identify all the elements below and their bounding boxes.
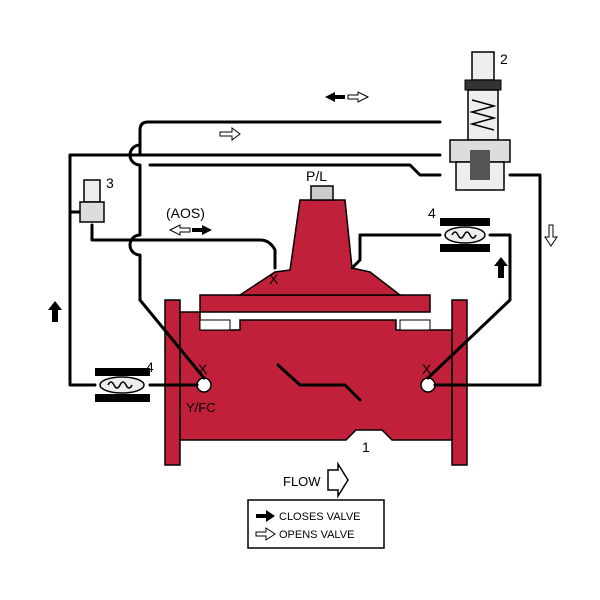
inlet-port (196, 377, 212, 393)
main-valve-number-label: 1 (362, 439, 370, 455)
yfc-label: Y/FC (186, 400, 216, 415)
main-valve (164, 185, 468, 466)
strainer-bottom (95, 368, 150, 402)
valve-seat-line (276, 363, 362, 402)
aos-label: (AOS) (166, 205, 205, 221)
right-flange (451, 299, 468, 466)
left-flange (164, 299, 181, 466)
hollow-arrow-icon (544, 224, 558, 247)
strainer-number-bottom-label: 4 (146, 359, 154, 375)
pressure-pilot (449, 51, 511, 191)
needle-valve (70, 179, 105, 223)
legend: CLOSES VALVE OPENS VALVE (247, 499, 385, 549)
needle-valve-number-label: 3 (106, 175, 114, 191)
bonnet-dome (237, 199, 403, 296)
hollow-arrow-icon (255, 527, 276, 541)
port-bonnet-label: X (269, 271, 279, 287)
port-left-label: X (198, 361, 208, 377)
double-arrow-icon (325, 91, 370, 103)
solid-arrow-icon (48, 301, 62, 322)
hollow-flow-arrow-icon (327, 461, 349, 499)
hollow-arrow-icon (219, 127, 241, 141)
solid-arrow-icon (494, 257, 508, 278)
double-arrow-icon (168, 224, 212, 236)
flow-label: FLOW (283, 474, 321, 489)
control-piping (68, 120, 542, 387)
pilot-number-label: 2 (500, 51, 508, 67)
strainer-number-top-label: 4 (428, 205, 436, 221)
legend-opens-label: OPENS VALVE (279, 529, 354, 541)
position-indicator (310, 185, 334, 201)
valve-body (179, 311, 453, 441)
pl-label: P/L (306, 168, 327, 184)
bonnet-plate (199, 294, 431, 313)
strainer-top (440, 218, 490, 252)
solid-arrow-icon (256, 510, 275, 522)
port-right-label: X (422, 361, 432, 377)
legend-closes-label: CLOSES VALVE (279, 511, 361, 523)
outlet-port (420, 377, 436, 393)
